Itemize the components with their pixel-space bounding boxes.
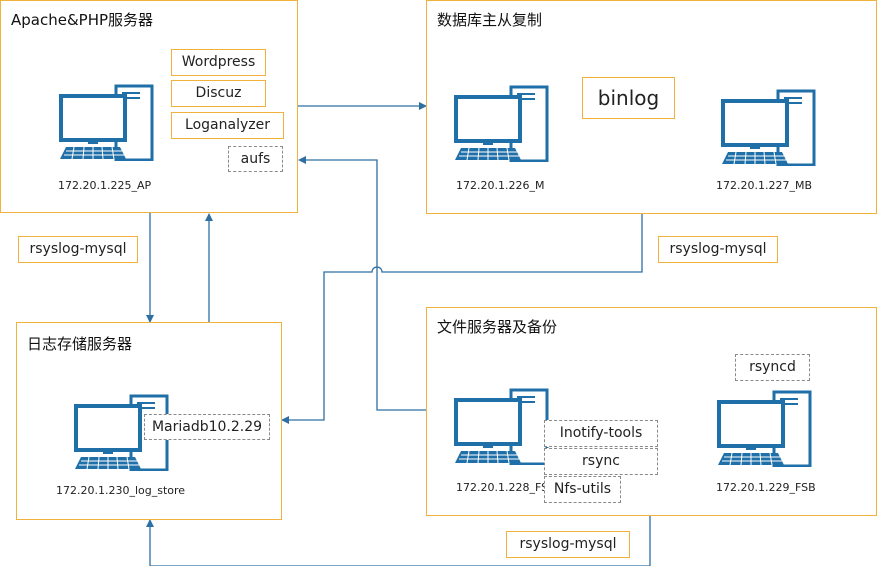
app-tag-inotify: Inotify-tools: [544, 420, 658, 447]
app-tag-rsyncd: rsyncd: [735, 354, 810, 381]
host-label-mb: 172.20.1.227_MB: [716, 179, 813, 192]
app-tag-aufs: aufs: [228, 146, 283, 172]
host-label-m: 172.20.1.226_M: [456, 179, 545, 192]
app-tag-wordpress: Wordpress: [171, 49, 266, 76]
fs-to-log-arrow: [146, 516, 651, 566]
app-tag-loganalyzer: Loganalyzer: [171, 112, 284, 139]
computer-icon: [59, 84, 154, 161]
panel-db-title: 数据库主从复制: [437, 11, 543, 29]
app-tag-discuz: Discuz: [171, 80, 266, 107]
binlog-box: binlog: [582, 77, 675, 119]
rsyslog-label-ap: rsyslog-mysql: [18, 236, 138, 263]
app-tag-rsync: rsync: [544, 448, 658, 475]
app-tag-mariadb: Mariadb10.2.29: [144, 414, 270, 440]
rsyslog-label-db: rsyslog-mysql: [658, 236, 778, 263]
panel-log-title: 日志存储服务器: [27, 335, 133, 353]
computer-icon: [454, 85, 549, 162]
host-label-log: 172.20.1.230_log_store: [56, 484, 186, 497]
computer-icon: [717, 390, 812, 467]
panel-fs-title: 文件服务器及备份: [437, 318, 558, 336]
app-tag-nfs: Nfs-utils: [544, 476, 621, 503]
computer-icon: [721, 89, 816, 166]
panel-ap-title: Apache&PHP服务器: [11, 11, 154, 29]
host-label-fs: 172.20.1.228_FS: [456, 481, 549, 494]
computer-icon: [74, 394, 169, 471]
computer-icon: [454, 388, 549, 465]
rsyslog-label-fs: rsyslog-mysql: [506, 531, 630, 558]
fs-to-ap-arrow: [298, 156, 426, 411]
host-label-ap: 172.20.1.225_AP: [58, 179, 152, 192]
db-to-log-arrow: [281, 214, 643, 424]
host-label-fsb: 172.20.1.229_FSB: [716, 481, 816, 494]
